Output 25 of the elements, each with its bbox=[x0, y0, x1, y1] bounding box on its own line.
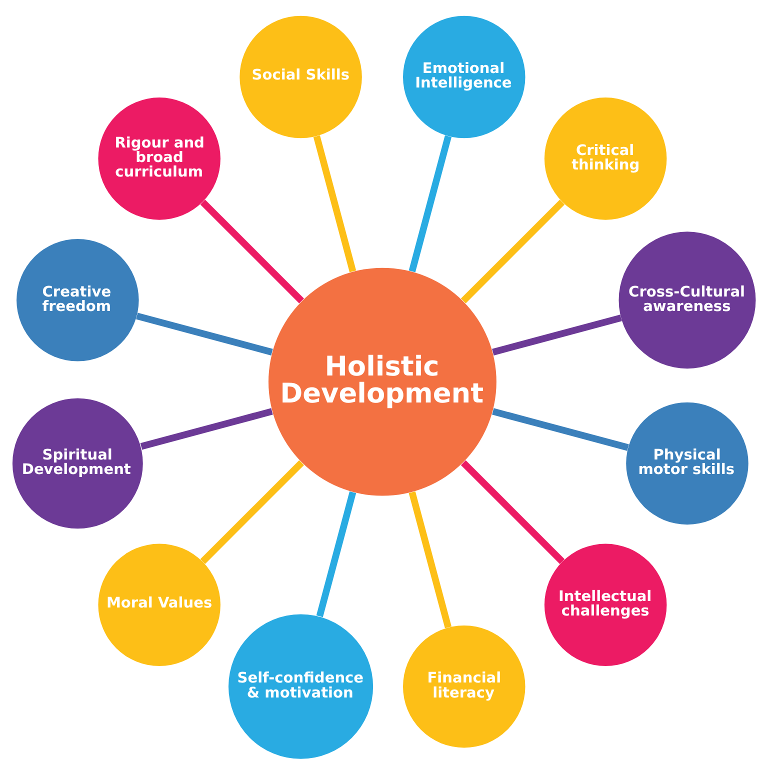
node-circle: Holistic Development bbox=[268, 268, 496, 496]
connector bbox=[136, 312, 273, 356]
node-circle: Financial literacy bbox=[403, 625, 526, 748]
connector bbox=[460, 460, 565, 564]
node-circle: Rigour and broad curriculum bbox=[98, 98, 220, 220]
node-circle: Self-confidence & motivation bbox=[228, 614, 374, 759]
connector bbox=[140, 408, 273, 450]
connector bbox=[492, 314, 622, 356]
node-circle: Emotional Intelligence bbox=[403, 16, 526, 138]
node-circle: Critical thinking bbox=[544, 98, 667, 220]
connector bbox=[408, 135, 452, 272]
connector bbox=[200, 460, 304, 564]
node-circle: Intellectual challenges bbox=[544, 544, 667, 666]
node-circle: Moral Values bbox=[98, 544, 220, 666]
node-circle: Physical motor skills bbox=[626, 402, 748, 525]
node-circle: Social Skills bbox=[240, 16, 362, 138]
connector bbox=[460, 200, 565, 304]
node-circle: Cross-Cultural awareness bbox=[618, 232, 756, 369]
node-circle: Spiritual Development bbox=[12, 398, 143, 529]
connector bbox=[313, 135, 356, 272]
connector bbox=[200, 200, 304, 304]
node-circle: Creative freedom bbox=[16, 239, 139, 362]
connector bbox=[316, 491, 356, 618]
connector bbox=[408, 491, 452, 628]
connector bbox=[492, 408, 629, 451]
